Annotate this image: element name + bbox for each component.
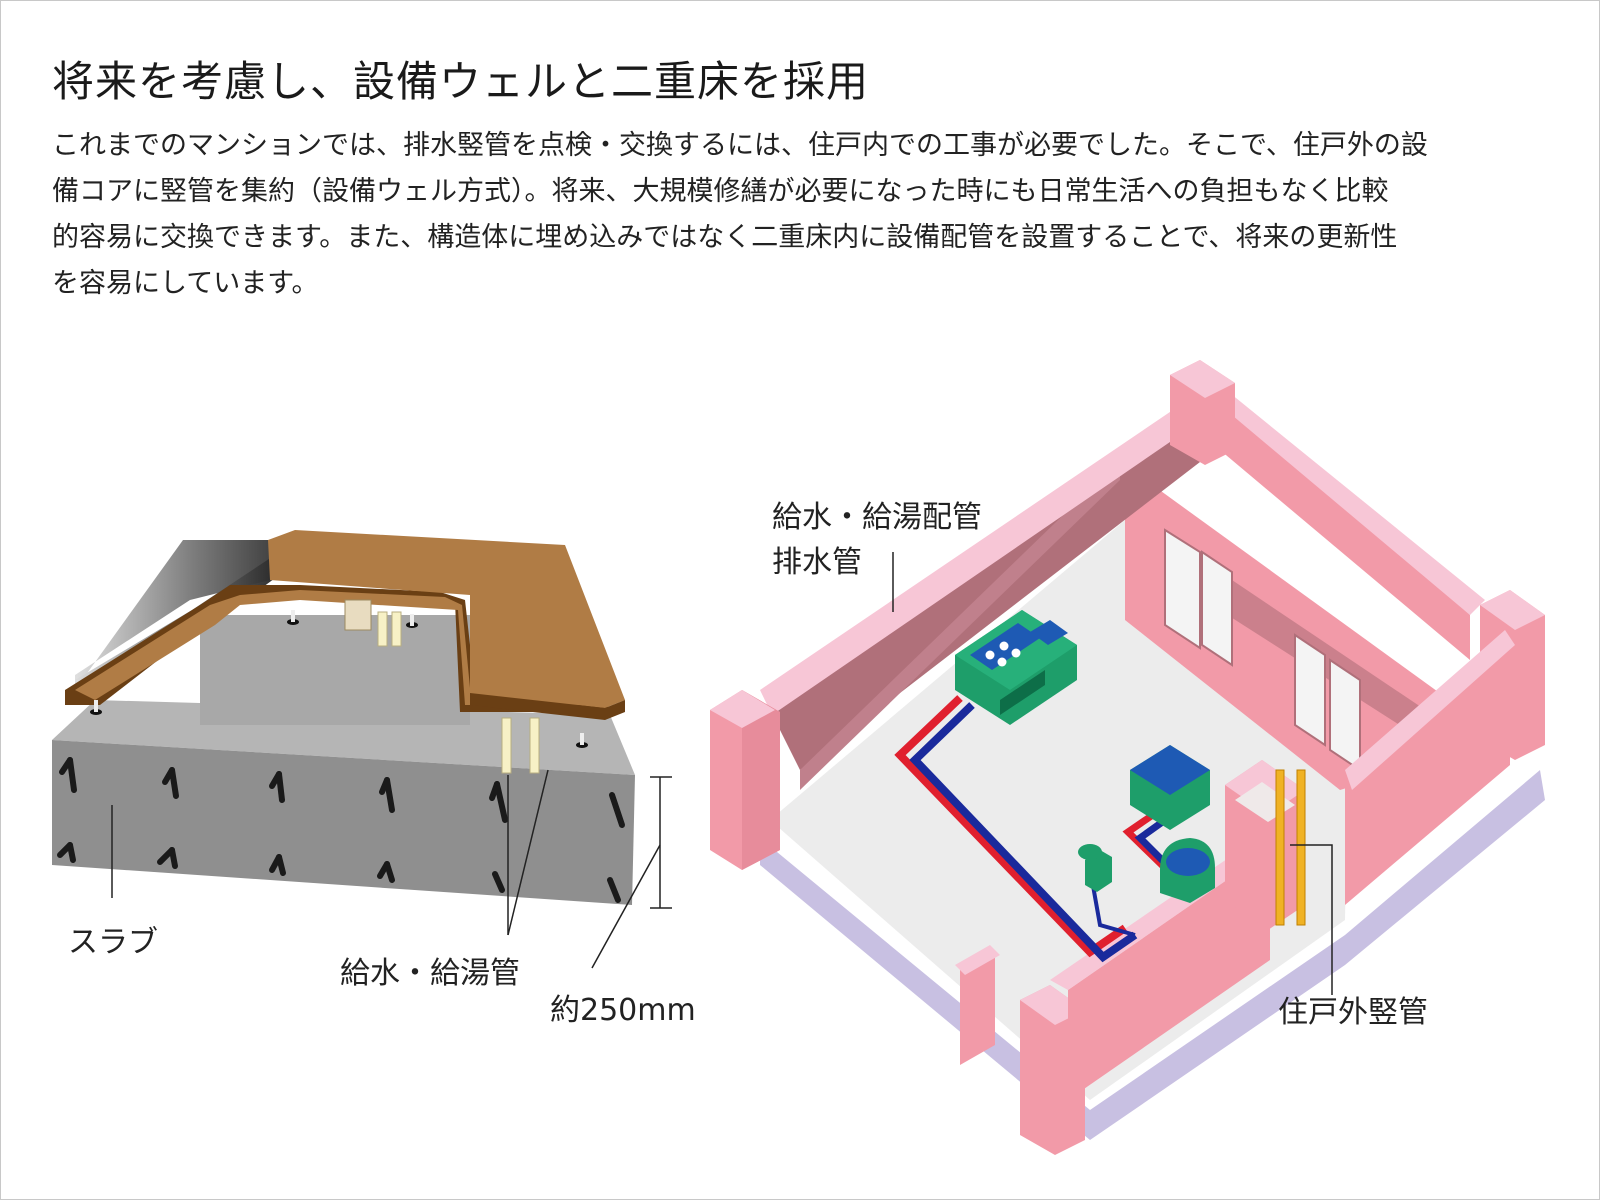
right-wall-top xyxy=(1345,630,1515,790)
description-line: 備コアに竪管を集約（設備ウェル方式）。将来、大規模修繕が必要になった時にも日常生… xyxy=(52,176,1389,207)
page-title: 将来を考慮し、設備ウェルと二重床を採用 xyxy=(52,57,870,106)
slab-top xyxy=(52,700,635,775)
label-supply-pipes: 給水・給湯配管 xyxy=(772,500,982,535)
right-leader-lines xyxy=(892,552,1333,995)
label-outer-vertical-pipe: 住戸外竪管 xyxy=(1278,995,1428,1030)
slab-rebar-marks xyxy=(57,757,625,903)
outer-vertical-pipes xyxy=(1275,769,1306,926)
label-thickness: 約250mm xyxy=(550,993,696,1028)
floor-board-frame-inner xyxy=(75,590,600,705)
floor-support-base xyxy=(200,615,470,725)
description-line: を容易にしています。 xyxy=(52,268,319,299)
washbasin xyxy=(1160,838,1215,903)
water-pipes xyxy=(377,611,540,774)
description: これまでのマンションでは、排水竪管を点検・交換するには、住戸内での工事が必要でし… xyxy=(52,123,1552,307)
floor-board-top xyxy=(268,530,625,708)
front-left-wall xyxy=(960,950,995,1065)
double-floor-section: スラブ 給水・給湯管 約250mm xyxy=(52,530,696,1028)
thickness-dimension xyxy=(650,776,672,909)
back-wall-face xyxy=(800,460,1120,790)
front-wall-face xyxy=(1068,850,1270,1100)
door-openings xyxy=(1164,528,1361,772)
floor-board-front-edge xyxy=(470,693,625,720)
front-left-wall-top xyxy=(955,945,1000,975)
right-back-wall-top xyxy=(1195,385,1485,615)
kitchen-unit xyxy=(955,610,1077,725)
support-bolts xyxy=(90,610,588,748)
slab-front xyxy=(52,740,635,905)
description-line: 的容易に交換できます。また、構造体に埋め込みではなく二重床内に設備配管を設置する… xyxy=(52,222,1398,253)
bath-unit xyxy=(1130,745,1210,830)
leader-lines xyxy=(111,769,661,969)
toilet xyxy=(1078,844,1112,892)
description-line: これまでのマンションでは、排水竪管を点検・交換するには、住戸内での工事が必要でし… xyxy=(52,130,1428,161)
drain-pipe-box xyxy=(344,599,372,631)
back-wall-top xyxy=(760,395,1205,715)
label-slab: スラブ xyxy=(68,925,158,960)
insulation-panel-side xyxy=(75,540,290,690)
label-drain-pipe: 排水管 xyxy=(772,545,862,580)
unit-isometric: 給水・給湯配管 排水管 住戸外竪管 xyxy=(710,360,1545,1155)
right-wall-face xyxy=(1345,640,1510,905)
right-back-wall-face xyxy=(1220,405,1470,660)
label-water-pipes: 給水・給湯管 xyxy=(340,956,520,991)
